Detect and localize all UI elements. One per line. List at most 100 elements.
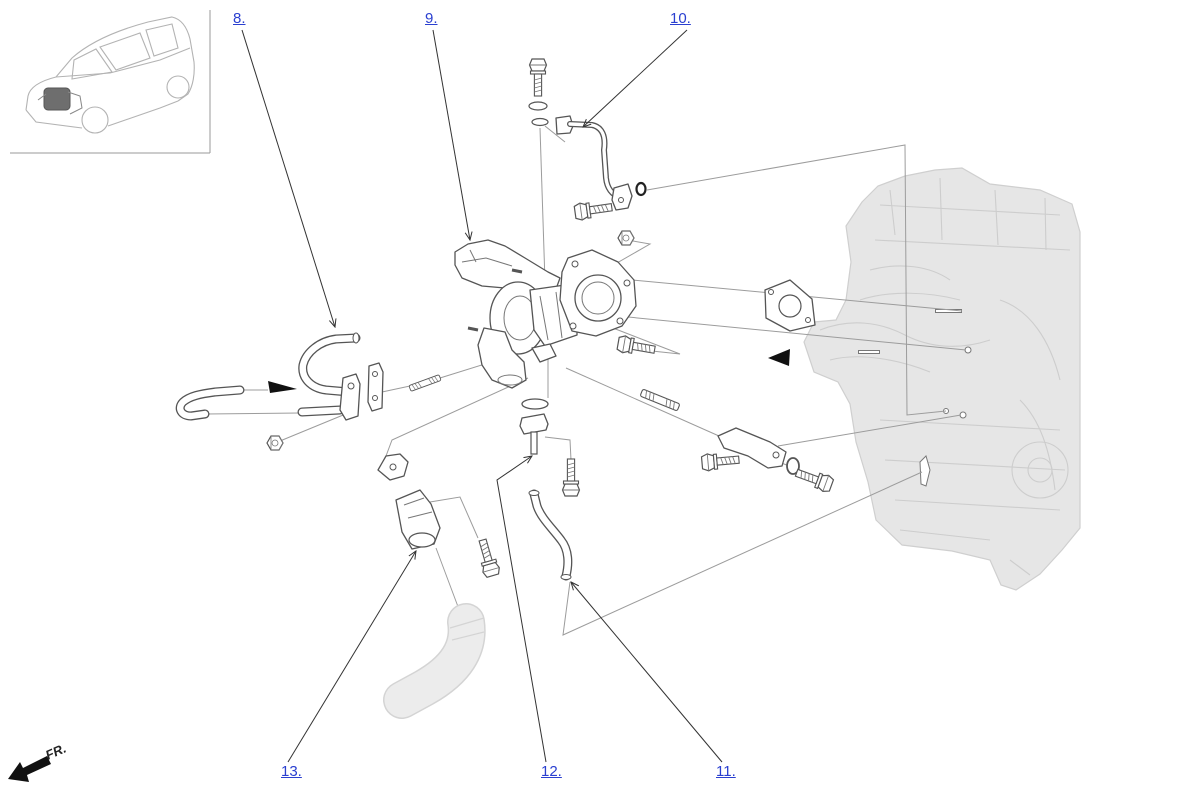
install-direction-marker-left xyxy=(268,381,297,393)
vehicle-turbo-location-highlight xyxy=(43,87,71,111)
callout-link-11[interactable]: 11. xyxy=(716,763,736,780)
oil-pipe-tube-outer xyxy=(567,121,623,200)
turbo-flange-bolt xyxy=(616,334,657,359)
guide-oring-to-engine xyxy=(646,144,947,416)
engine-manifold-detail xyxy=(819,292,991,373)
install-direction-marker-right xyxy=(768,349,790,366)
turbo-flange-nut xyxy=(617,230,635,246)
engine-block-detail xyxy=(879,299,1066,511)
oil-return-pipe-part-12 xyxy=(519,398,581,497)
guide-pipe11-to-engine xyxy=(562,471,923,636)
water-pipe-gasket xyxy=(367,362,384,412)
water-pipe-gasket-hole-2 xyxy=(372,395,378,401)
engine-cylinder-head-detail xyxy=(874,177,1071,251)
engine-lower-detail xyxy=(869,265,1031,576)
front-direction-indicator: FR. xyxy=(8,741,68,782)
oil-pipe-flange-bolt xyxy=(573,198,614,222)
guide-fitting-to-bolt xyxy=(429,496,479,539)
guide-bore-to-engine xyxy=(596,313,967,351)
vehicle-front-wheel xyxy=(81,106,109,134)
turbo-flange-hole-1 xyxy=(571,260,579,268)
turbo-gasket-bore xyxy=(778,294,802,318)
turbo-mounting-hardware xyxy=(616,230,835,495)
turbocharger-part-9 xyxy=(454,239,637,389)
turbo-gasket-hole-1 xyxy=(768,289,774,295)
coolant-pipe-end-lower xyxy=(560,574,572,580)
oil-pipe-tube-inner xyxy=(568,122,622,199)
front-direction-arrow-icon xyxy=(8,756,51,782)
oil-supply-pipe-part-10 xyxy=(528,58,647,222)
turbo-flange-bore-inner xyxy=(581,281,615,315)
vehicle-body xyxy=(25,16,195,111)
water-pipe-flange-hole xyxy=(347,382,355,390)
leader-9 xyxy=(432,29,470,240)
water-pipe-stud xyxy=(408,374,442,392)
guide-nut-to-pipe xyxy=(279,412,349,442)
oil-return-flange xyxy=(519,413,549,435)
intake-hose-ghost-ribs xyxy=(449,617,485,641)
oil-pipe-flange-hole xyxy=(618,197,624,203)
oil-pipe-washer-lower xyxy=(531,117,549,127)
callout-link-9[interactable]: 9. xyxy=(425,10,438,27)
vehicle-windows xyxy=(71,23,179,80)
oil-return-gasket xyxy=(521,398,549,410)
oil-return-bolt xyxy=(561,458,581,497)
engine-block-outline xyxy=(803,167,1081,591)
water-hose-small-inner xyxy=(177,386,244,420)
vehicle-rear-wheel xyxy=(166,75,190,99)
water-pipe-end-cap xyxy=(352,332,360,344)
turbo-support-bracket xyxy=(717,427,787,469)
callout-link-10[interactable]: 10. xyxy=(670,10,691,27)
turbo-long-stud xyxy=(639,388,681,412)
turbo-drain-boss xyxy=(531,343,557,363)
leader-12 xyxy=(496,456,547,763)
oil-pipe-banjo-bolt xyxy=(528,58,548,97)
intake-hose-ghost-fill xyxy=(384,604,485,718)
water-pipe-assembly-part-8 xyxy=(175,332,442,451)
turbo-bracket-bolt-left xyxy=(700,450,741,472)
callout-link-8[interactable]: 8. xyxy=(233,10,246,27)
turbo-cartridge-detail xyxy=(539,291,563,341)
turbo-bracket-bolt-right xyxy=(793,464,835,495)
leader-13 xyxy=(287,551,416,763)
guide-fitting-to-turbo xyxy=(385,377,529,457)
coolant-pipe-part-11 xyxy=(528,489,573,581)
oil-pipe-banjo-fitting xyxy=(555,115,574,135)
vehicle-locator-inset xyxy=(10,10,211,154)
turbo-outlet-elbow xyxy=(477,327,527,389)
oil-pipe-flange xyxy=(611,183,633,211)
vehicle-lower-body xyxy=(25,100,179,129)
turbo-side-stud xyxy=(467,326,479,332)
guide-drain-to-bolt xyxy=(544,436,572,461)
turbo-outlet-opening xyxy=(497,374,523,386)
fitting-detail xyxy=(403,497,433,519)
guide-turbo-to-bracket xyxy=(565,367,729,441)
oil-pipe-o-ring xyxy=(635,181,647,197)
guide-oilpipe-washer xyxy=(544,125,566,143)
guide-fitting-to-hose xyxy=(435,547,461,613)
callout-link-13[interactable]: 13. xyxy=(281,763,302,780)
coolant-pipe-end-upper xyxy=(528,490,540,496)
guide-oilpipe-vertical xyxy=(539,127,546,283)
vehicle-engine-bay-lines xyxy=(37,91,83,115)
callout-link-12[interactable]: 12. xyxy=(541,763,562,780)
vehicle-hood-line xyxy=(55,47,191,78)
water-pipe-u-inner xyxy=(299,334,360,396)
water-pipe-flange xyxy=(339,373,361,421)
callout-leader-lines xyxy=(241,29,723,763)
guide-bracket-to-engine xyxy=(777,414,962,447)
turbo-flange-hole-2 xyxy=(623,279,631,287)
water-pipe-nut xyxy=(266,435,284,451)
turbo-bracket-washer xyxy=(786,457,800,475)
guide-bolt-mid xyxy=(599,322,681,355)
turbo-flange-hole-4 xyxy=(569,322,577,330)
outlet-fitting-part-13 xyxy=(377,453,502,719)
engine-hose-clip xyxy=(919,455,931,487)
coolant-pipe-inner xyxy=(530,490,572,580)
engine-pulley-hub xyxy=(1027,457,1053,483)
engine-pulley-detail xyxy=(1011,441,1069,499)
leader-8 xyxy=(241,29,335,327)
guide-hose-lower xyxy=(205,412,301,415)
